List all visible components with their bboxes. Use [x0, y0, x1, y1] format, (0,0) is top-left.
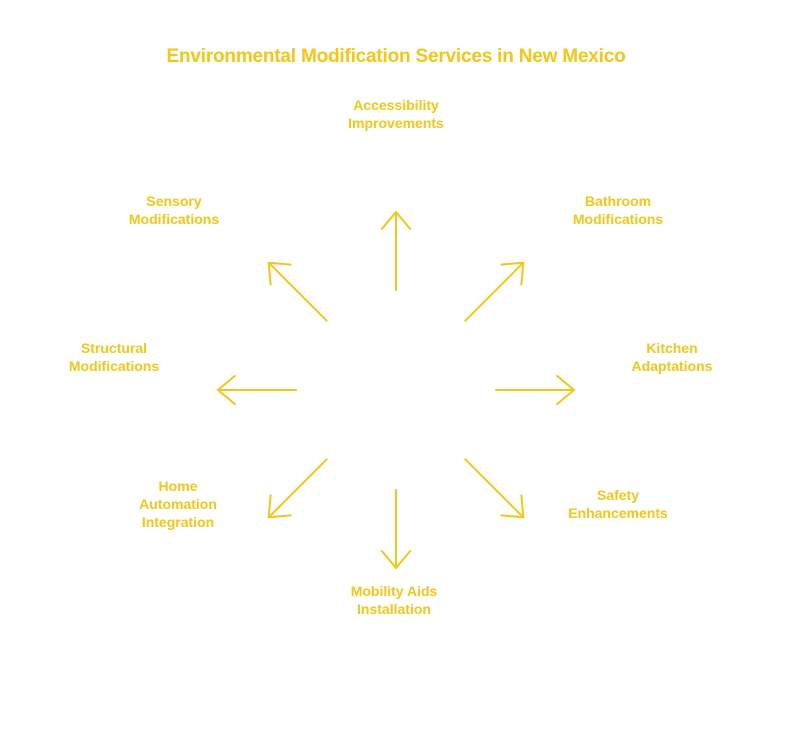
arrow-structural: [217, 374, 297, 406]
node-label-line: Enhancements: [568, 505, 668, 521]
node-label-line: Structural: [80, 340, 148, 356]
arrow-safety: [464, 458, 525, 519]
node-label-line: Home: [158, 478, 198, 494]
diagram-title: Environmental Modification Services in N…: [166, 46, 626, 67]
arrow-head-kitchen: [556, 374, 575, 406]
arrow-shaft-sensory: [267, 261, 328, 322]
arrow-shaft-safety: [464, 458, 525, 519]
node-label-line: Installation: [357, 601, 431, 617]
node-label-line: Modifications: [128, 211, 220, 227]
node-label-line: Modifications: [68, 358, 160, 374]
node-label-line: Sensory: [146, 193, 202, 209]
arrow-shaft-home-automation: [267, 458, 328, 519]
node-label-line: Automation: [139, 496, 217, 512]
node-label-line: Integration: [141, 514, 215, 530]
arrow-head-structural: [217, 374, 236, 406]
arrow-sensory: [267, 261, 328, 322]
arrow-head-safety: [500, 494, 525, 519]
node-label-line: Mobility Aids: [350, 583, 438, 599]
arrow-head-bathroom: [500, 261, 525, 286]
arrow-shaft-bathroom: [464, 261, 525, 322]
arrow-accessibility: [380, 211, 412, 291]
node-label-line: Improvements: [348, 115, 444, 131]
node-label-line: Safety: [596, 487, 640, 503]
arrow-bathroom: [464, 261, 525, 322]
node-label-line: Kitchen: [646, 340, 698, 356]
node-label-line: Accessibility: [353, 97, 439, 113]
arrow-home-automation: [267, 458, 328, 519]
arrow-head-sensory: [267, 261, 292, 286]
arrow-head-home-automation: [267, 494, 292, 519]
node-label-line: Bathroom: [584, 193, 652, 209]
arrow-head-accessibility: [380, 211, 412, 230]
node-label-line: Modifications: [572, 211, 664, 227]
node-label-line: Adaptations: [631, 358, 713, 374]
arrow-mobility: [380, 489, 412, 569]
arrow-head-mobility: [380, 550, 412, 569]
arrow-kitchen: [495, 374, 575, 406]
